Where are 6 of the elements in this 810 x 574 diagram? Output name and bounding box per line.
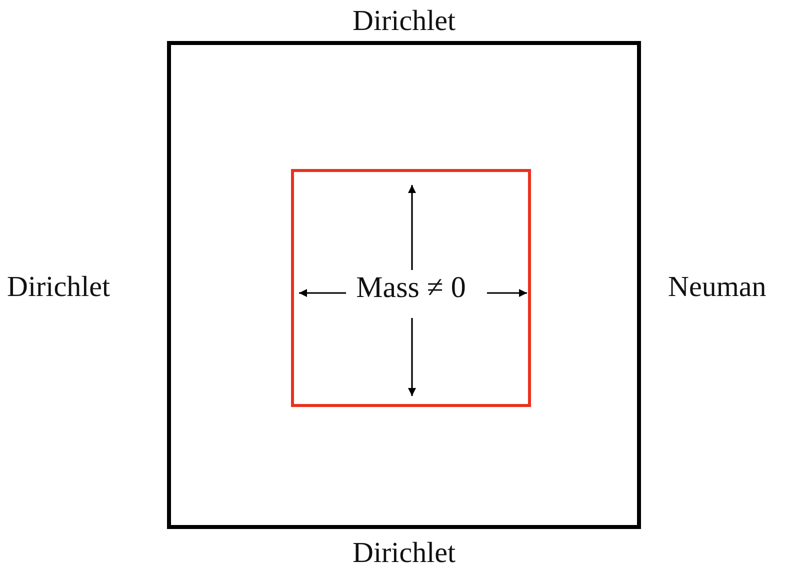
boundary-condition-label: Dirichlet <box>7 273 110 302</box>
boundary-condition-label: Neuman <box>668 273 766 302</box>
domain-square <box>167 41 641 529</box>
boundary-condition-label: Dirichlet <box>352 7 456 36</box>
region-square <box>291 169 531 407</box>
boundary-condition-label: Dirichlet <box>352 539 456 568</box>
